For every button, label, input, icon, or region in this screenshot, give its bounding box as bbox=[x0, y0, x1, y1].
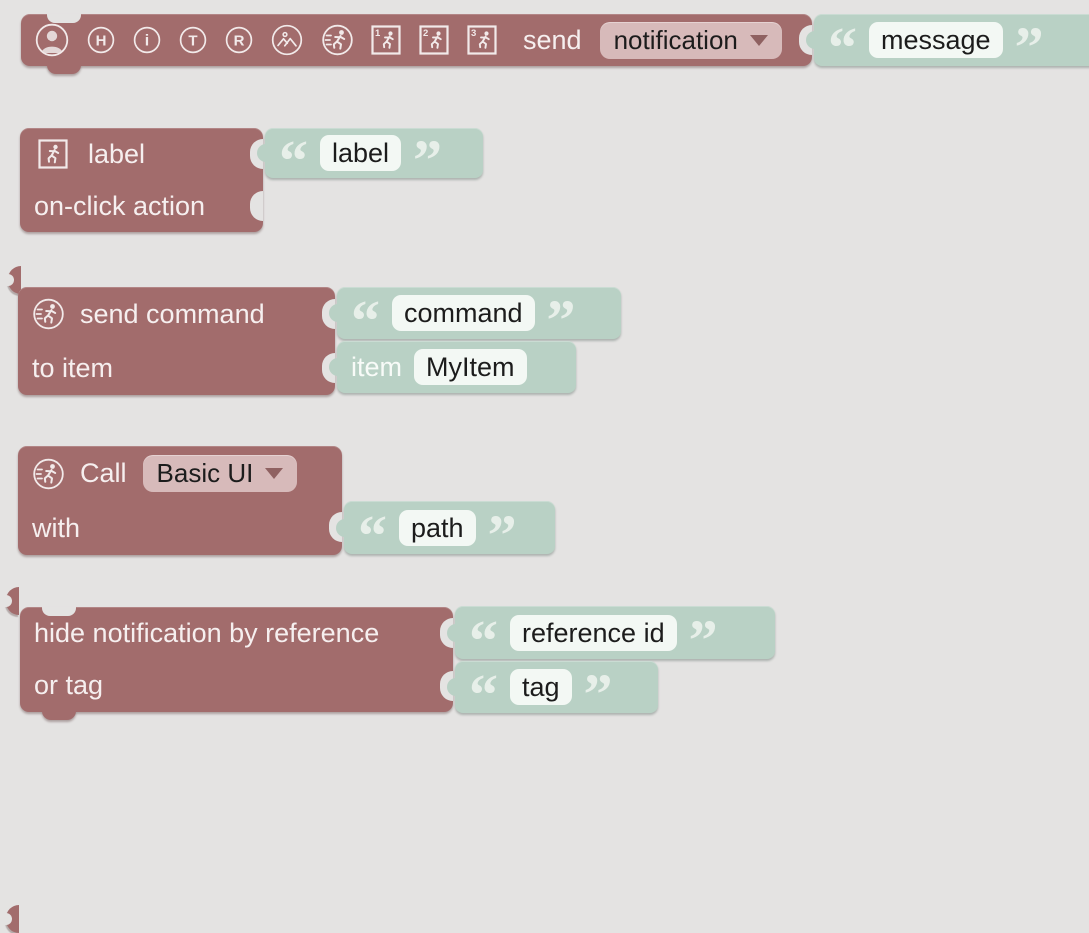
dropdown-arrow-icon bbox=[265, 468, 284, 479]
output-tab bbox=[806, 31, 815, 49]
or-tag-label: or tag bbox=[34, 669, 104, 700]
send-command-label: send command bbox=[80, 298, 265, 329]
block-hide-notification[interactable]: hide notification by reference or tag bbox=[20, 607, 453, 720]
label-row-label: label bbox=[88, 138, 146, 169]
open-quote: “ bbox=[469, 607, 498, 673]
item-label: item bbox=[351, 351, 403, 382]
letter-h-icon: H bbox=[87, 26, 115, 54]
output-tab bbox=[257, 144, 266, 162]
output-connector-tab bbox=[6, 587, 19, 615]
string-block-tag[interactable]: “ tag ” bbox=[447, 661, 658, 727]
block-label-onclick[interactable]: label on-click action bbox=[8, 128, 263, 294]
tag-field[interactable]: tag bbox=[510, 669, 572, 705]
svg-text:2: 2 bbox=[423, 28, 428, 39]
open-quote: “ bbox=[828, 15, 857, 80]
run-square-icon bbox=[38, 139, 68, 169]
dropdown-arrow-icon bbox=[749, 34, 768, 46]
blockly-workspace: H i T R bbox=[0, 0, 1089, 734]
close-quote: ” bbox=[546, 288, 576, 353]
output-tab bbox=[329, 304, 338, 322]
svg-text:3: 3 bbox=[471, 28, 476, 39]
output-tab bbox=[336, 518, 345, 537]
output-tab bbox=[329, 358, 338, 376]
send-label: send bbox=[523, 24, 582, 55]
label-field[interactable]: label bbox=[320, 135, 402, 171]
letter-r-icon: R bbox=[225, 26, 253, 54]
next-connector-bump bbox=[47, 65, 81, 74]
svg-text:R: R bbox=[234, 33, 245, 50]
item-block-myitem[interactable]: item MyItem bbox=[329, 341, 576, 393]
svg-text:i: i bbox=[145, 33, 149, 50]
open-quote: “ bbox=[279, 128, 308, 193]
run-2-icon: 2 bbox=[419, 25, 449, 55]
string-block-message[interactable]: “ message ” bbox=[806, 14, 1089, 80]
empty-input-socket bbox=[250, 191, 263, 221]
run-3-icon: 3 bbox=[467, 25, 497, 55]
ui-dropdown[interactable]: Basic UI bbox=[142, 455, 298, 492]
string-block-reference-id[interactable]: “ reference id ” bbox=[447, 606, 775, 673]
run-icon bbox=[321, 24, 353, 56]
svg-text:T: T bbox=[188, 33, 197, 50]
run-icon bbox=[32, 458, 64, 490]
close-quote: ” bbox=[688, 607, 718, 673]
to-item-label: to item bbox=[32, 352, 114, 383]
letter-t-icon: T bbox=[179, 26, 207, 54]
close-quote: ” bbox=[487, 502, 517, 568]
previous-connector-notch bbox=[47, 14, 81, 23]
notification-type-dropdown[interactable]: notification bbox=[599, 21, 782, 59]
output-connector-tab bbox=[8, 266, 21, 294]
message-field[interactable]: message bbox=[869, 22, 1003, 58]
run-icon bbox=[32, 298, 64, 330]
close-quote: ” bbox=[413, 128, 443, 193]
photo-icon bbox=[271, 24, 303, 56]
hide-notification-label: hide notification by reference bbox=[34, 617, 380, 648]
path-field[interactable]: path bbox=[399, 509, 476, 546]
reference-id-field[interactable]: reference id bbox=[510, 614, 677, 651]
call-label: Call bbox=[80, 458, 127, 488]
info-icon: i bbox=[133, 26, 161, 54]
string-block-command[interactable]: “ command ” bbox=[329, 287, 621, 353]
run-1-icon: 1 bbox=[371, 25, 401, 55]
string-block-path[interactable]: “ path ” bbox=[336, 501, 555, 568]
svg-text:H: H bbox=[96, 33, 107, 50]
close-quote: ” bbox=[583, 662, 613, 727]
block-send-command[interactable]: send command to item bbox=[6, 287, 335, 615]
output-tab bbox=[447, 678, 456, 696]
with-label: with bbox=[32, 512, 81, 543]
block-call-ui[interactable]: Call Basic UI with bbox=[6, 446, 342, 933]
output-tab bbox=[447, 623, 456, 642]
string-block-label[interactable]: “ label ” bbox=[257, 128, 483, 193]
open-quote: “ bbox=[358, 502, 387, 568]
open-quote: “ bbox=[351, 288, 380, 353]
next-connector-bump bbox=[42, 711, 76, 720]
previous-connector-notch bbox=[42, 607, 76, 616]
ui-dropdown-value: Basic UI bbox=[156, 458, 254, 488]
block-send-notification[interactable]: H i T R bbox=[21, 14, 812, 74]
command-field[interactable]: command bbox=[392, 295, 535, 331]
close-quote: ” bbox=[1014, 15, 1044, 80]
open-quote: “ bbox=[469, 662, 498, 727]
svg-text:1: 1 bbox=[375, 28, 381, 39]
onclick-action-label: on-click action bbox=[34, 190, 206, 221]
output-connector-tab bbox=[6, 905, 19, 933]
item-name-field[interactable]: MyItem bbox=[414, 349, 527, 385]
notification-type-value: notification bbox=[613, 24, 738, 55]
person-badge-icon bbox=[35, 23, 69, 57]
